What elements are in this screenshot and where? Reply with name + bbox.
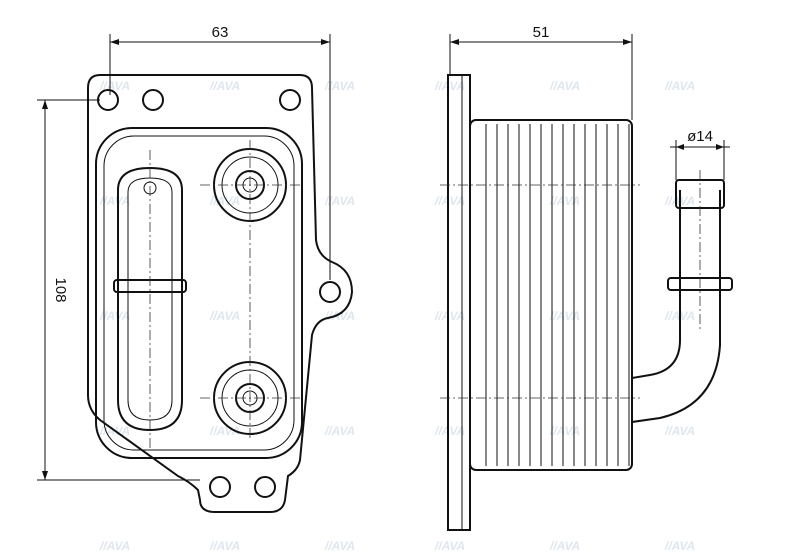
watermark-logo: //AVA: [324, 194, 355, 208]
pipe-loop-outer: [117, 166, 183, 432]
dimension-depth-label: 51: [533, 24, 550, 41]
side-view: [440, 74, 733, 531]
bolt-hole: [97, 89, 119, 111]
watermark-logo: //AVA: [99, 309, 130, 323]
watermark-logo: //AVA: [209, 79, 240, 93]
bolt-hole: [254, 476, 276, 498]
dimension-height-label: 108: [52, 277, 69, 302]
dimension-width-label: 63: [212, 24, 229, 41]
watermark-logo: //AVA: [549, 79, 580, 93]
dimension-depth: [449, 34, 633, 120]
watermark-logo: //AVA: [434, 194, 465, 208]
watermark-logo: //AVA: [324, 79, 355, 93]
watermark-logo: //AVA: [664, 424, 695, 438]
core-outline: [95, 127, 303, 459]
flange-plate: [447, 74, 471, 531]
outlet-pipe: [631, 190, 721, 423]
dimension-width: [109, 34, 331, 280]
dimension-diameter-label: ø14: [687, 128, 713, 145]
core-block: [469, 119, 633, 471]
watermark-logo: //AVA: [664, 79, 695, 93]
watermark-logo: //AVA: [99, 539, 130, 553]
dimension-height: [37, 99, 200, 481]
watermark-logo: //AVA: [549, 309, 580, 323]
watermark-logo: //AVA: [549, 539, 580, 553]
watermark-logo: //AVA: [434, 539, 465, 553]
watermark-logo: //AVA: [549, 424, 580, 438]
watermark-logo: //AVA: [324, 309, 355, 323]
watermark-logo: //AVA: [549, 194, 580, 208]
pipe-loop-inner: [127, 177, 173, 421]
bolt-hole: [319, 281, 341, 303]
watermark-logo: //AVA: [664, 539, 695, 553]
watermark-logo: //AVA: [209, 309, 240, 323]
cooler-fins: [485, 124, 630, 466]
dimension-diameter: [670, 140, 730, 180]
front-view: [87, 74, 354, 513]
watermarks: //AVA //AVA //AVA //AVA //AVA //AVA //AVA //AVA…: [99, 79, 695, 553]
watermark-logo: //AVA: [209, 539, 240, 553]
flange-outline: [87, 74, 354, 513]
watermark-logo: //AVA: [324, 539, 355, 553]
bolt-hole: [209, 476, 231, 498]
bolt-hole: [142, 89, 164, 111]
core-inner: [103, 135, 295, 451]
watermark-logo: //AVA: [99, 194, 130, 208]
watermark-logo: //AVA: [434, 424, 465, 438]
watermark-logo: //AVA: [434, 79, 465, 93]
watermark-logo: //AVA: [209, 424, 240, 438]
bolt-hole: [279, 89, 301, 111]
watermark-logo: //AVA: [434, 309, 465, 323]
watermark-logo: //AVA: [324, 424, 355, 438]
